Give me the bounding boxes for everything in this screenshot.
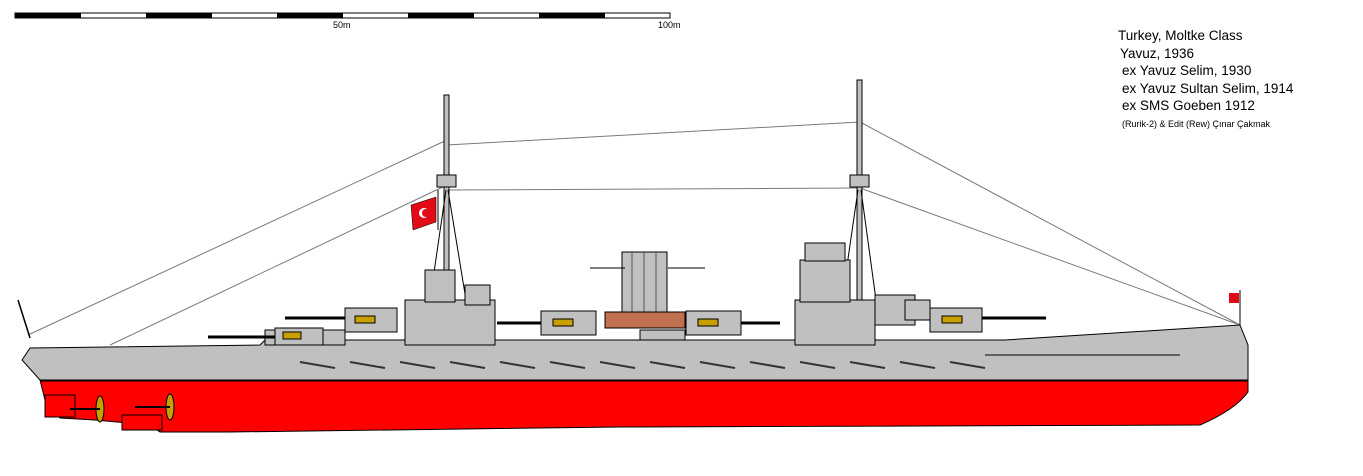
bow-jackstaff: [17, 299, 31, 339]
funnel: [590, 251, 705, 329]
stern-flag: [410, 190, 439, 231]
propellers: [44, 393, 175, 431]
caption-former-name-1: ex Yavuz Selim, 1930: [1122, 63, 1252, 78]
hull-boot-topping: [39, 379, 1249, 433]
scale-label-50m: 50m: [333, 20, 351, 30]
hull-casemates: [299, 361, 986, 369]
scale-bar: [14, 12, 671, 19]
caption-former-name-3: ex SMS Goeben 1912: [1122, 98, 1255, 113]
caption: Turkey, Moltke Class Yavuz, 1936 ex Yavu…: [1118, 27, 1293, 131]
scale-label-100m: 100m: [658, 20, 681, 30]
turret-ports: [282, 315, 963, 340]
hull: [21, 324, 1249, 381]
superstructure: [264, 242, 931, 346]
turrets: [208, 307, 1046, 346]
rigging: [27, 121, 1241, 346]
caption-name: Yavuz, 1936: [1120, 45, 1195, 61]
caption-former-name-2: ex Yavuz Sultan Selim, 1914: [1122, 80, 1294, 96]
caption-class: Turkey, Moltke Class: [1118, 28, 1243, 43]
caption-credit: (Rurik-2) & Edit (Rew) Çınar Çakmak: [1122, 118, 1271, 129]
bow-flag: [1229, 290, 1241, 325]
